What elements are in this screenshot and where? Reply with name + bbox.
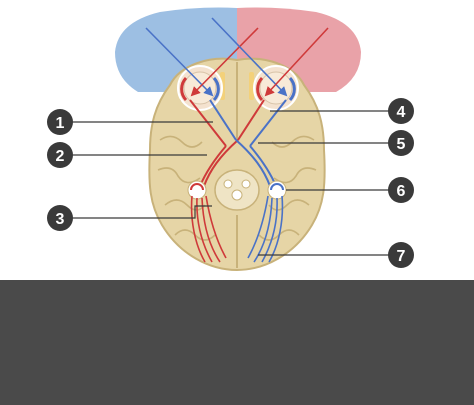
ray-blue-to-right-eye <box>211 17 288 97</box>
marker-2-label: 2 <box>56 148 65 165</box>
visual-pathway-diagram: 1 2 3 4 5 6 7 <box>47 7 414 272</box>
optic-nerve-left-blue <box>209 99 237 141</box>
cerebral-peduncle-left <box>223 179 233 189</box>
optic-radiations <box>190 195 284 263</box>
marker-5: 5 <box>388 130 414 156</box>
marker-7: 7 <box>388 242 414 268</box>
leader-lines <box>72 110 400 256</box>
ray-red-to-left-eye <box>190 27 259 97</box>
optic-tract-right-blue-2 <box>235 139 271 187</box>
cerebral-peduncle-right <box>241 179 251 189</box>
lgn-left <box>187 180 207 200</box>
ray-red-to-right-eye <box>264 27 329 97</box>
ray-blue-to-left-eye <box>145 27 214 97</box>
diagram-svg: 1 2 3 4 5 6 7 <box>47 7 414 272</box>
cerebral-aqueduct <box>231 189 243 201</box>
marker-3: 3 <box>47 205 73 231</box>
optic-nerve-right-red <box>237 99 265 141</box>
marker-7-label: 7 <box>397 248 406 265</box>
marker-2: 2 <box>47 142 73 168</box>
marker-5-label: 5 <box>397 136 406 153</box>
marker-6-label: 6 <box>397 183 406 200</box>
marker-4-label: 4 <box>397 104 406 121</box>
lgn-right <box>267 180 287 200</box>
leader-3 <box>72 205 212 219</box>
marker-1: 1 <box>47 109 73 135</box>
optic-nerve-left-red <box>189 99 227 147</box>
marker-3-label: 3 <box>56 211 65 228</box>
marker-4: 4 <box>388 98 414 124</box>
optic-tract-left-red-2 <box>203 139 239 187</box>
olfactory-tract-right <box>249 72 254 100</box>
marker-1-label: 1 <box>56 115 65 132</box>
marker-6: 6 <box>388 177 414 203</box>
bottom-panel <box>0 280 474 405</box>
gyri-left <box>157 98 216 241</box>
gyri-right <box>258 98 317 241</box>
optic-nerve-right-blue <box>249 99 287 147</box>
